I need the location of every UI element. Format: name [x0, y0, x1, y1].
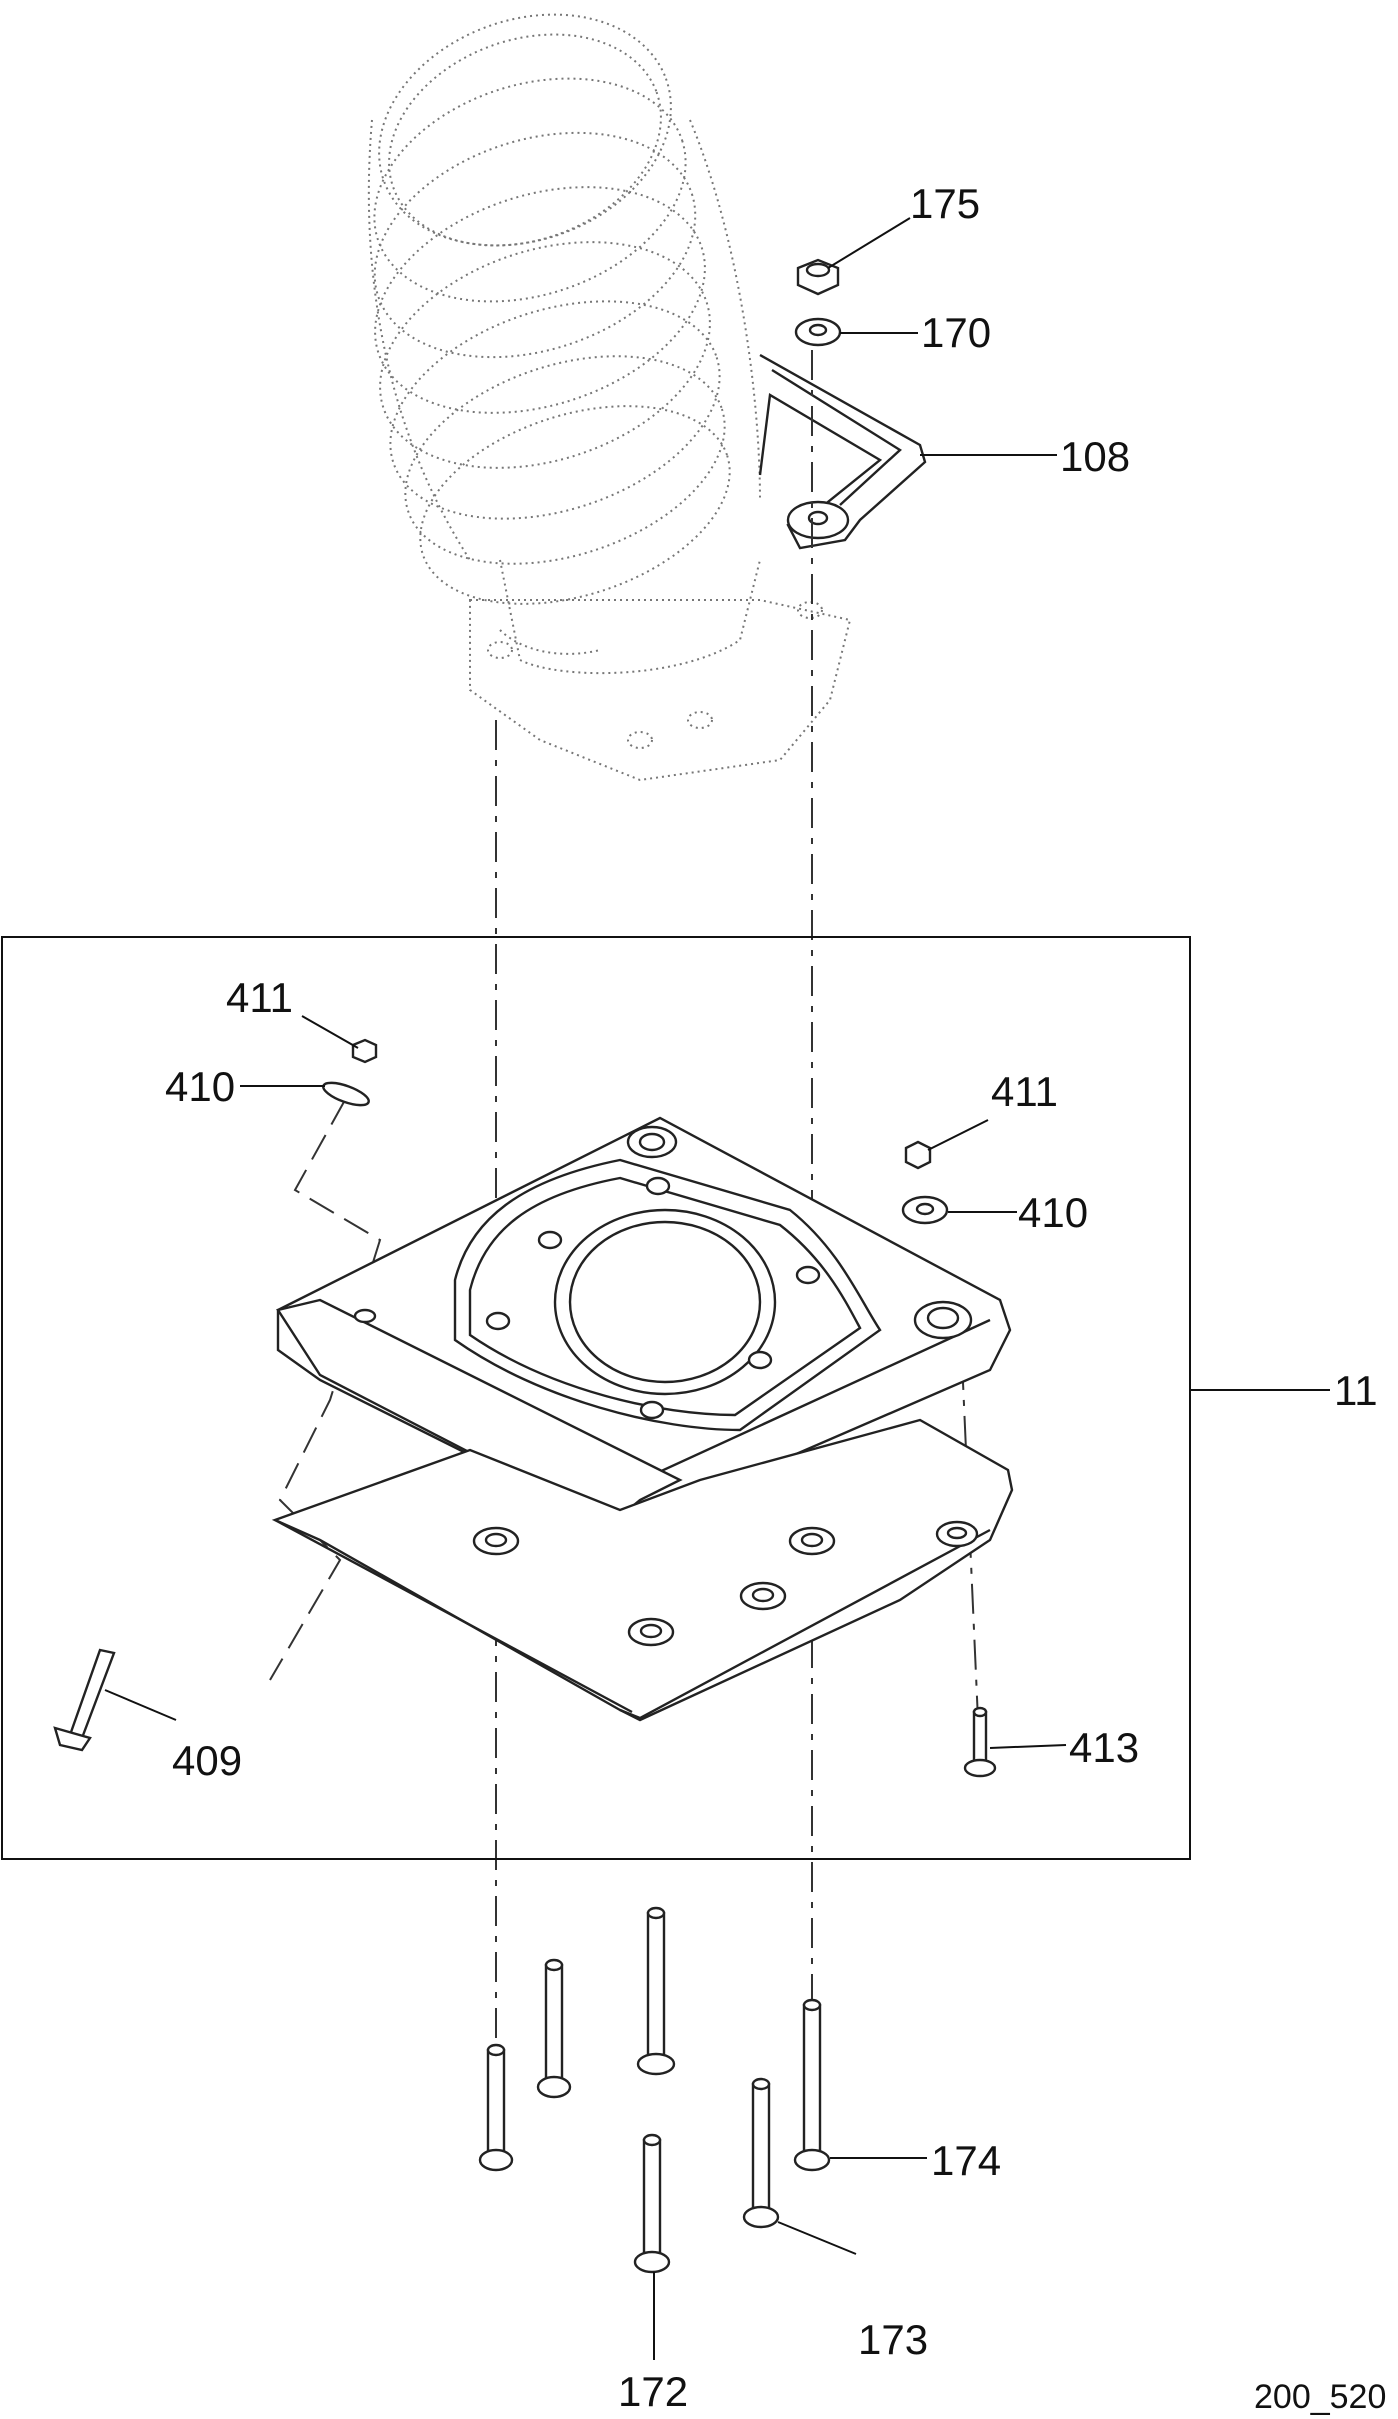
screw-middle-back: [636, 1906, 676, 2076]
screw-left-back: [536, 1958, 572, 2099]
callout-175: 175: [910, 180, 980, 227]
washer-170: [794, 317, 842, 347]
screw-173: [742, 2077, 780, 2229]
callout-411-left: 411: [226, 974, 293, 1021]
callout-108: 108: [1060, 433, 1130, 480]
callout-410-left: 410: [165, 1063, 235, 1110]
callout-174: 174: [931, 2137, 1001, 2184]
screw-409: [53, 1648, 116, 1752]
nut-411-right: [904, 1140, 932, 1170]
nut-175: [796, 258, 840, 296]
nut-411-left: [351, 1038, 378, 1064]
callout-413: 413: [1069, 1724, 1139, 1771]
drawing-code: 200_520: [1254, 2378, 1386, 2416]
pin-413: [963, 1706, 997, 1778]
callout-170: 170: [921, 309, 991, 356]
screw-left-front: [478, 2043, 514, 2172]
callout-172: 172: [618, 2368, 688, 2415]
centerline-409: [269, 1099, 382, 1681]
washer-410-left: [322, 1081, 370, 1107]
upper-plate: [276, 1116, 1012, 1532]
bellows-phantom: [367, 13, 852, 782]
callout-410-right: 410: [1018, 1189, 1088, 1236]
washer-410-right: [901, 1195, 949, 1225]
callout-11: 11: [1334, 1367, 1378, 1414]
callout-173: 173: [858, 2316, 928, 2363]
screw-174: [793, 1998, 831, 2172]
bracket-108: [758, 353, 927, 550]
lower-plate: [271, 1418, 1014, 1722]
screw-172: [633, 2133, 671, 2274]
callout-409: 409: [172, 1737, 242, 1784]
callout-411-right: 411: [991, 1068, 1058, 1115]
leader-lines: [104, 217, 1330, 2360]
assembly-11-frame: [1, 936, 1191, 1860]
